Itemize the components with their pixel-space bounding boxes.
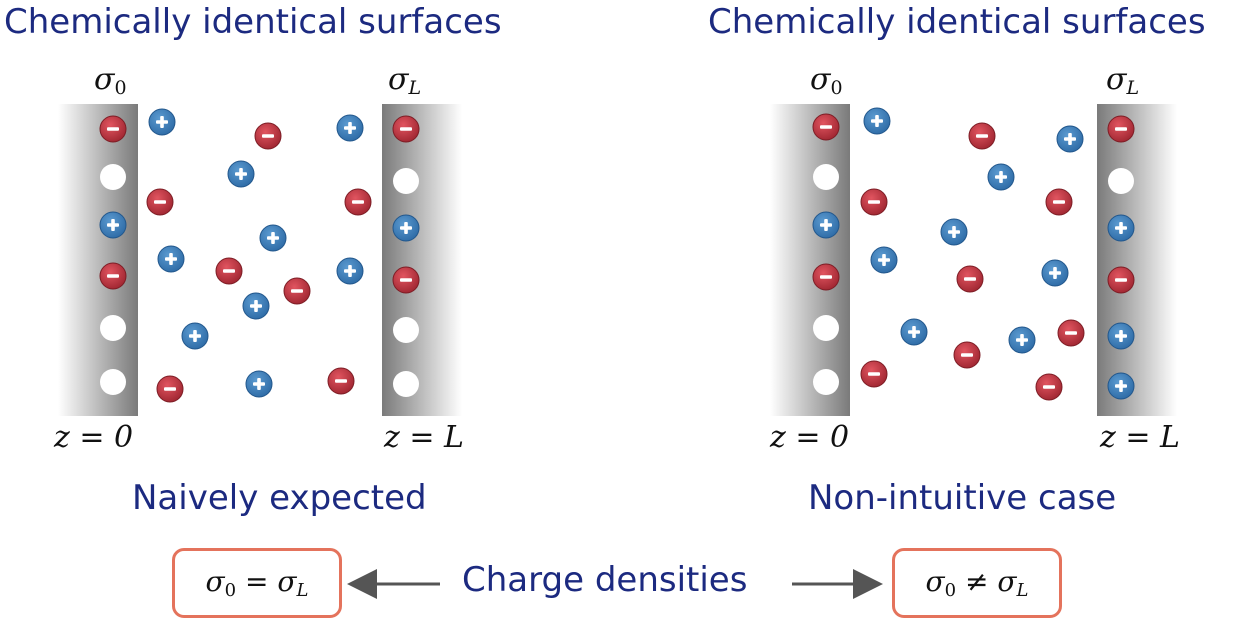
anion-particle (956, 265, 984, 293)
cation-particle (1107, 322, 1135, 350)
empty-site-particle (393, 371, 419, 397)
anion-particle (215, 257, 243, 285)
empty-site-particle (393, 317, 419, 343)
empty-site-particle (1108, 168, 1134, 194)
cation-particle (245, 370, 273, 398)
cation-particle (900, 318, 928, 346)
anion-particle (344, 188, 372, 216)
right-z-0: z = 0 (770, 420, 850, 455)
left-sigma-L: σL (388, 62, 422, 99)
anion-particle (968, 122, 996, 150)
cation-particle (336, 114, 364, 142)
cation-particle (181, 322, 209, 350)
anion-particle (283, 277, 311, 305)
anion-particle (1057, 319, 1085, 347)
anion-particle (99, 115, 127, 143)
empty-site-particle (813, 164, 839, 190)
cation-particle (336, 257, 364, 285)
cation-particle (987, 163, 1015, 191)
equal-relation-box: σ0 = σL (172, 548, 342, 618)
right-caption: Non-intuitive case (808, 478, 1117, 518)
right-z-L: z = L (1100, 420, 1180, 455)
anion-particle (953, 341, 981, 369)
cation-particle (1008, 326, 1036, 354)
cation-particle (392, 214, 420, 242)
cation-particle (157, 245, 185, 273)
empty-site-particle (813, 315, 839, 341)
empty-site-particle (100, 164, 126, 190)
anion-particle (327, 367, 355, 395)
right-panel-wall-left (770, 104, 850, 416)
anion-particle (860, 360, 888, 388)
empty-site-particle (393, 168, 419, 194)
left-panel-wall-left (58, 104, 138, 416)
empty-site-particle (100, 315, 126, 341)
left-title: Chemically identical surfaces (4, 2, 502, 42)
anion-particle (812, 263, 840, 291)
anion-particle (156, 375, 184, 403)
left-sigma-0: σ0 (94, 62, 127, 99)
anion-particle (254, 122, 282, 150)
cation-particle (99, 211, 127, 239)
cation-particle (812, 211, 840, 239)
cation-particle (148, 108, 176, 136)
right-title: Chemically identical surfaces (708, 2, 1206, 42)
anion-particle (392, 266, 420, 294)
right-sigma-L: σL (1106, 62, 1140, 99)
not-equal-relation-box: σ0 ≠ σL (892, 548, 1062, 618)
cation-particle (1056, 125, 1084, 153)
anion-particle (1035, 373, 1063, 401)
empty-site-particle (100, 369, 126, 395)
cation-particle (227, 160, 255, 188)
cation-particle (259, 224, 287, 252)
cation-particle (870, 246, 898, 274)
anion-particle (860, 188, 888, 216)
charge-densities-label: Charge densities (462, 560, 748, 600)
cation-particle (1107, 372, 1135, 400)
cation-particle (1041, 259, 1069, 287)
right-panel-wall-right (1097, 104, 1177, 416)
anion-particle (392, 115, 420, 143)
anion-particle (99, 262, 127, 290)
cation-particle (1107, 214, 1135, 242)
left-z-L: z = L (384, 420, 464, 455)
cation-particle (863, 107, 891, 135)
left-caption: Naively expected (132, 478, 427, 518)
left-panel-wall-right (382, 104, 462, 416)
left-z-0: z = 0 (54, 420, 134, 455)
right-sigma-0: σ0 (810, 62, 843, 99)
anion-particle (812, 113, 840, 141)
anion-particle (146, 188, 174, 216)
anion-particle (1045, 188, 1073, 216)
anion-particle (1107, 266, 1135, 294)
cation-particle (242, 292, 270, 320)
cation-particle (940, 218, 968, 246)
empty-site-particle (813, 369, 839, 395)
anion-particle (1107, 115, 1135, 143)
